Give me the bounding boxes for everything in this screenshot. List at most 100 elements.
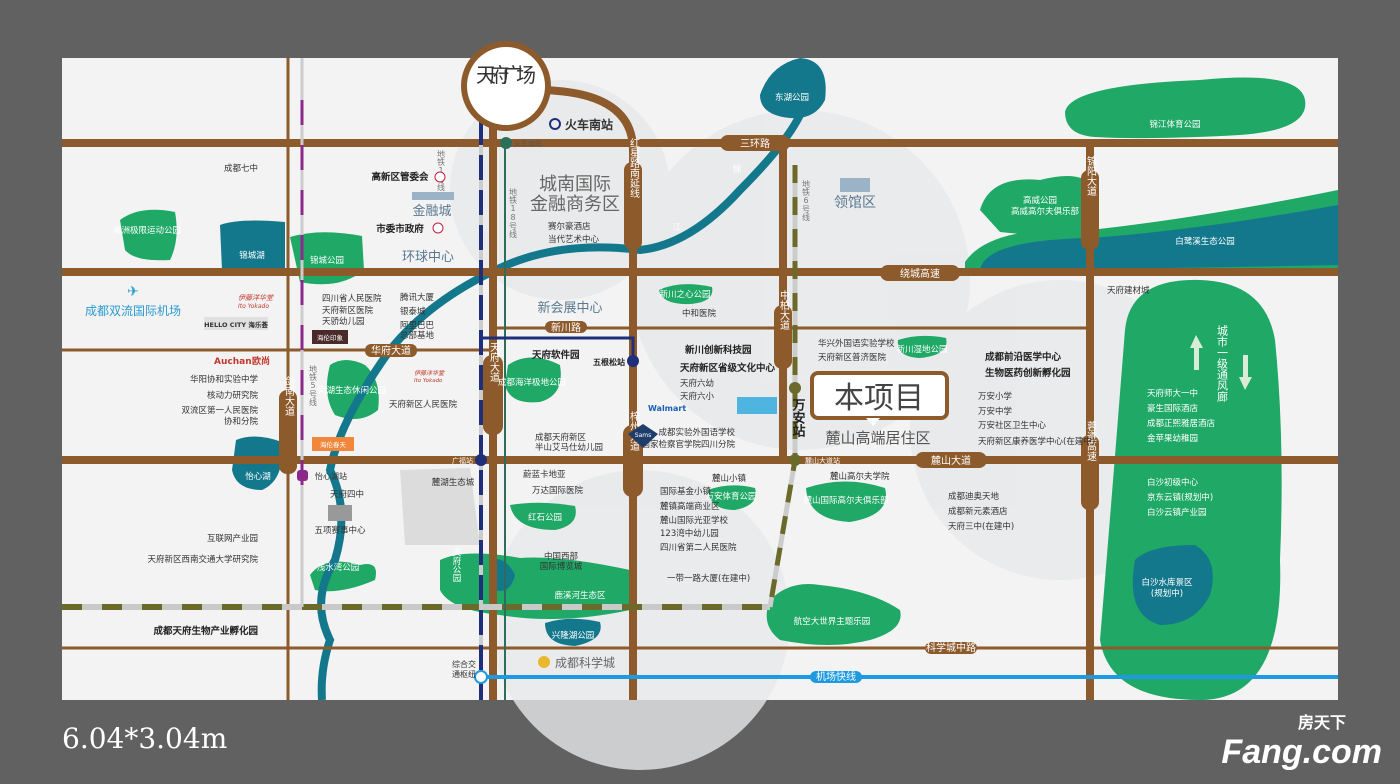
poi-label[interactable]: 双流区第一人民医院 <box>181 405 258 416</box>
poi-label[interactable]: 白沙云镇产业园 <box>1147 507 1207 518</box>
park-aviation-world <box>766 584 901 645</box>
poi-label[interactable]: 麓镇高端商业区 <box>660 501 720 512</box>
station-guangfu[interactable]: 广福站 <box>452 456 473 465</box>
poi-label[interactable]: 豪生国际酒店 <box>1147 403 1199 414</box>
poi-label[interactable]: 成都正熙雅居酒店 <box>1147 418 1216 429</box>
lake-donghu <box>760 58 826 119</box>
poi-label[interactable]: 天府新区省级文化中心 <box>680 362 776 374</box>
poi-label[interactable]: 白沙初级中心 <box>1147 477 1199 488</box>
poi-label[interactable]: 互联网产业园 <box>207 533 258 544</box>
brand-walmart: Walmart <box>648 404 686 413</box>
down-arrow-icon <box>1239 355 1252 390</box>
brand-helen-spring: 海伦春天 <box>320 440 347 449</box>
poi-label[interactable]: 华兴外国语实验学校 <box>818 338 895 349</box>
poi-label[interactable]: 新川创新科技园 <box>685 344 752 356</box>
poi-label[interactable]: 华阳协和实验中学 <box>190 374 259 385</box>
station-yixinhu[interactable]: 怡心湖站 <box>315 471 347 481</box>
poi-label[interactable]: 万达国际医院 <box>532 485 584 496</box>
poi-label[interactable]: 银泰城 <box>400 306 426 317</box>
district-sports-center: 五项赛事中心 <box>314 525 366 536</box>
road-label-hongxing: 红星路南延线 <box>628 137 640 198</box>
poi-label[interactable]: 天府六小 <box>680 391 715 402</box>
tianfu-plaza[interactable]: 天府广场 <box>461 41 551 131</box>
poi-label[interactable]: 总部基地 <box>400 330 435 341</box>
poi-label[interactable]: 成都前沿医学中心 <box>985 351 1062 363</box>
poi-label[interactable]: 国际基金小镇 <box>660 486 712 497</box>
poi-label[interactable]: 天府新区医院 <box>322 305 374 316</box>
road-label-sanhuan: 三环路 <box>740 137 770 150</box>
park-label: 怡心湖 <box>245 471 271 482</box>
poi-label[interactable]: 天府新区康养医学中心(在建中) <box>978 436 1095 447</box>
station-icon <box>789 382 801 394</box>
station-wanan[interactable]: 万安站 <box>790 398 807 438</box>
park-ocean-polar <box>505 357 561 403</box>
building-icon <box>328 505 352 521</box>
government-star-icon <box>432 222 444 234</box>
poi-label[interactable]: 国家检察官学院四川分院 <box>641 439 735 450</box>
project-marker[interactable]: 本项目 麓山高端居住区 <box>810 371 949 447</box>
metro-line18-label: 地铁18号线 <box>509 187 518 238</box>
station-lushan[interactable]: 麓山大道站 <box>805 456 840 465</box>
poi-label[interactable]: 天府六幼 <box>680 378 714 389</box>
poi-label[interactable]: 天府三中(在建中) <box>948 521 1014 532</box>
park-label: 白沙水库景区 <box>1141 577 1193 588</box>
poi-label[interactable]: 生物医药创新孵化园 <box>985 367 1071 379</box>
poi-label[interactable]: 天府四中 <box>330 489 364 500</box>
poi-label[interactable]: 协和分院 <box>224 416 259 427</box>
district-airport[interactable]: 成都双流国际机场 <box>85 304 181 318</box>
poi-label[interactable]: 成都新元素酒店 <box>948 506 1008 517</box>
station-wugensong[interactable]: 五根松站 <box>593 357 625 367</box>
brand-auchan-cn: 欧尚 <box>252 355 270 367</box>
poi-label[interactable]: 123湾中幼儿园 <box>660 528 719 539</box>
poi-label[interactable]: 天府建材城 <box>1107 285 1150 296</box>
poi-label[interactable]: 万安中学 <box>978 406 1013 417</box>
poi-label[interactable]: 中和医院 <box>682 308 717 319</box>
poi-label[interactable]: 天府新区人民医院 <box>389 399 458 410</box>
project-subtitle: 麓山高端居住区 <box>825 429 930 447</box>
poi-label[interactable]: 当代艺术中心 <box>548 234 600 245</box>
poi-label[interactable]: 半山艾马仕幼儿园 <box>535 442 603 453</box>
poi-label[interactable]: 万安小学 <box>978 391 1013 402</box>
district-jinrongcheng: 金融城 <box>412 203 451 219</box>
poi-label[interactable]: 四川省第二人民医院 <box>660 542 737 553</box>
park-label: 东湖公园 <box>775 92 809 103</box>
transport-hub-icon <box>474 670 488 684</box>
poi-label[interactable]: 麓山高尔夫学院 <box>830 471 890 482</box>
poi-label[interactable]: 腾讯大厦 <box>400 292 435 303</box>
park-xinchuan-wetland <box>897 335 947 358</box>
district-science-city: 成都科学城 <box>555 655 615 670</box>
station-huochenan-small[interactable]: 火车南站 <box>514 139 542 148</box>
poi-label[interactable]: 天府新区西南交通大学研究院 <box>147 554 258 565</box>
poi-label[interactable]: 四川省人民医院 <box>322 293 382 304</box>
poi-label[interactable]: 万安社区卫生中心 <box>978 420 1047 431</box>
park-label: 锦江体育公园 <box>1149 119 1200 130</box>
poi-label[interactable]: 成都七中 <box>224 163 258 174</box>
poi-label[interactable]: 成都天府生物产业孵化园 <box>153 625 258 637</box>
poi-label[interactable]: 成都实验外国语学校 <box>658 427 735 438</box>
poi-label[interactable]: 麓山小镇 <box>712 473 747 484</box>
poi-label[interactable]: 麓山国际光亚学校 <box>660 515 729 526</box>
poi-label[interactable]: 天府新区普济医院 <box>818 352 887 363</box>
poi-label[interactable]: 金苹果幼稚园 <box>1147 433 1198 444</box>
park-label: 美洲极限运动公园 <box>113 225 181 236</box>
poi-label[interactable]: 阿里巴巴 <box>400 321 435 331</box>
airplane-icon: ✈ <box>127 284 139 300</box>
poi-label[interactable]: 成都迪奥天地 <box>948 491 1000 502</box>
poi-label[interactable]: 成都天府新区 <box>535 432 587 443</box>
station-hub[interactable]: 综合交通枢纽 <box>452 660 476 679</box>
poi-label[interactable]: 天府软件园 <box>532 349 580 361</box>
poi-label[interactable]: 一带一路大厦(在建中) <box>667 573 750 584</box>
park-gaowei <box>980 176 1090 235</box>
poi-label[interactable]: 蔚蓝卡地亚 <box>523 469 566 480</box>
up-arrow-icon <box>1190 335 1203 370</box>
station-huochenan[interactable]: 火车南站 <box>565 117 613 132</box>
poi-label[interactable]: 赛尔豪酒店 <box>548 221 591 232</box>
poi-label[interactable]: 天骄幼儿园 <box>322 316 365 327</box>
district-cbd-line1: 城南国际 <box>539 174 611 195</box>
poi-label[interactable]: 京东云镇(规划中) <box>1147 492 1213 503</box>
brand-helen-impression: 海伦印象 <box>317 333 344 342</box>
train-station-icon <box>549 118 561 130</box>
poi-label[interactable]: 核动力研究院 <box>207 390 259 401</box>
poi-label[interactable]: 天府师大一中 <box>1147 388 1198 399</box>
